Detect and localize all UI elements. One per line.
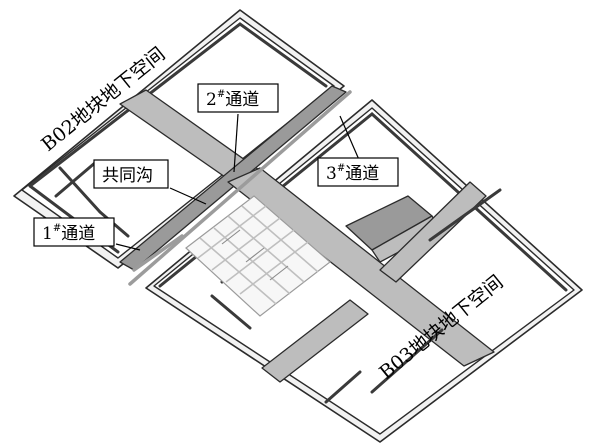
svg-text:2#通道: 2#通道 <box>206 89 259 110</box>
channel-1-sup: # <box>53 223 61 234</box>
channel-3-sup: # <box>337 163 345 174</box>
channel-1-suffix: 通道 <box>61 224 95 244</box>
channel-3-suffix: 通道 <box>345 164 379 184</box>
channel-2-sup: # <box>217 89 225 100</box>
callout-utility-tunnel: 共同沟 <box>93 159 207 205</box>
svg-text:1#通道: 1#通道 <box>42 223 95 244</box>
channel-1-number: 1 <box>42 224 53 244</box>
svg-text:3#通道: 3#通道 <box>326 163 379 184</box>
b03-walls <box>210 167 502 404</box>
channel-3-number: 3 <box>326 164 337 184</box>
channel-rods <box>128 90 352 286</box>
callout-channel-3: 3#通道 <box>317 115 399 187</box>
structural-lattice <box>185 195 331 317</box>
callout-channel-2: 2#通道 <box>197 83 279 173</box>
utility-tunnel-label: 共同沟 <box>102 166 153 186</box>
callout-channel-1: 1#通道 <box>33 217 141 251</box>
channel-2-number: 2 <box>206 90 217 110</box>
channel-2-suffix: 通道 <box>225 90 259 110</box>
